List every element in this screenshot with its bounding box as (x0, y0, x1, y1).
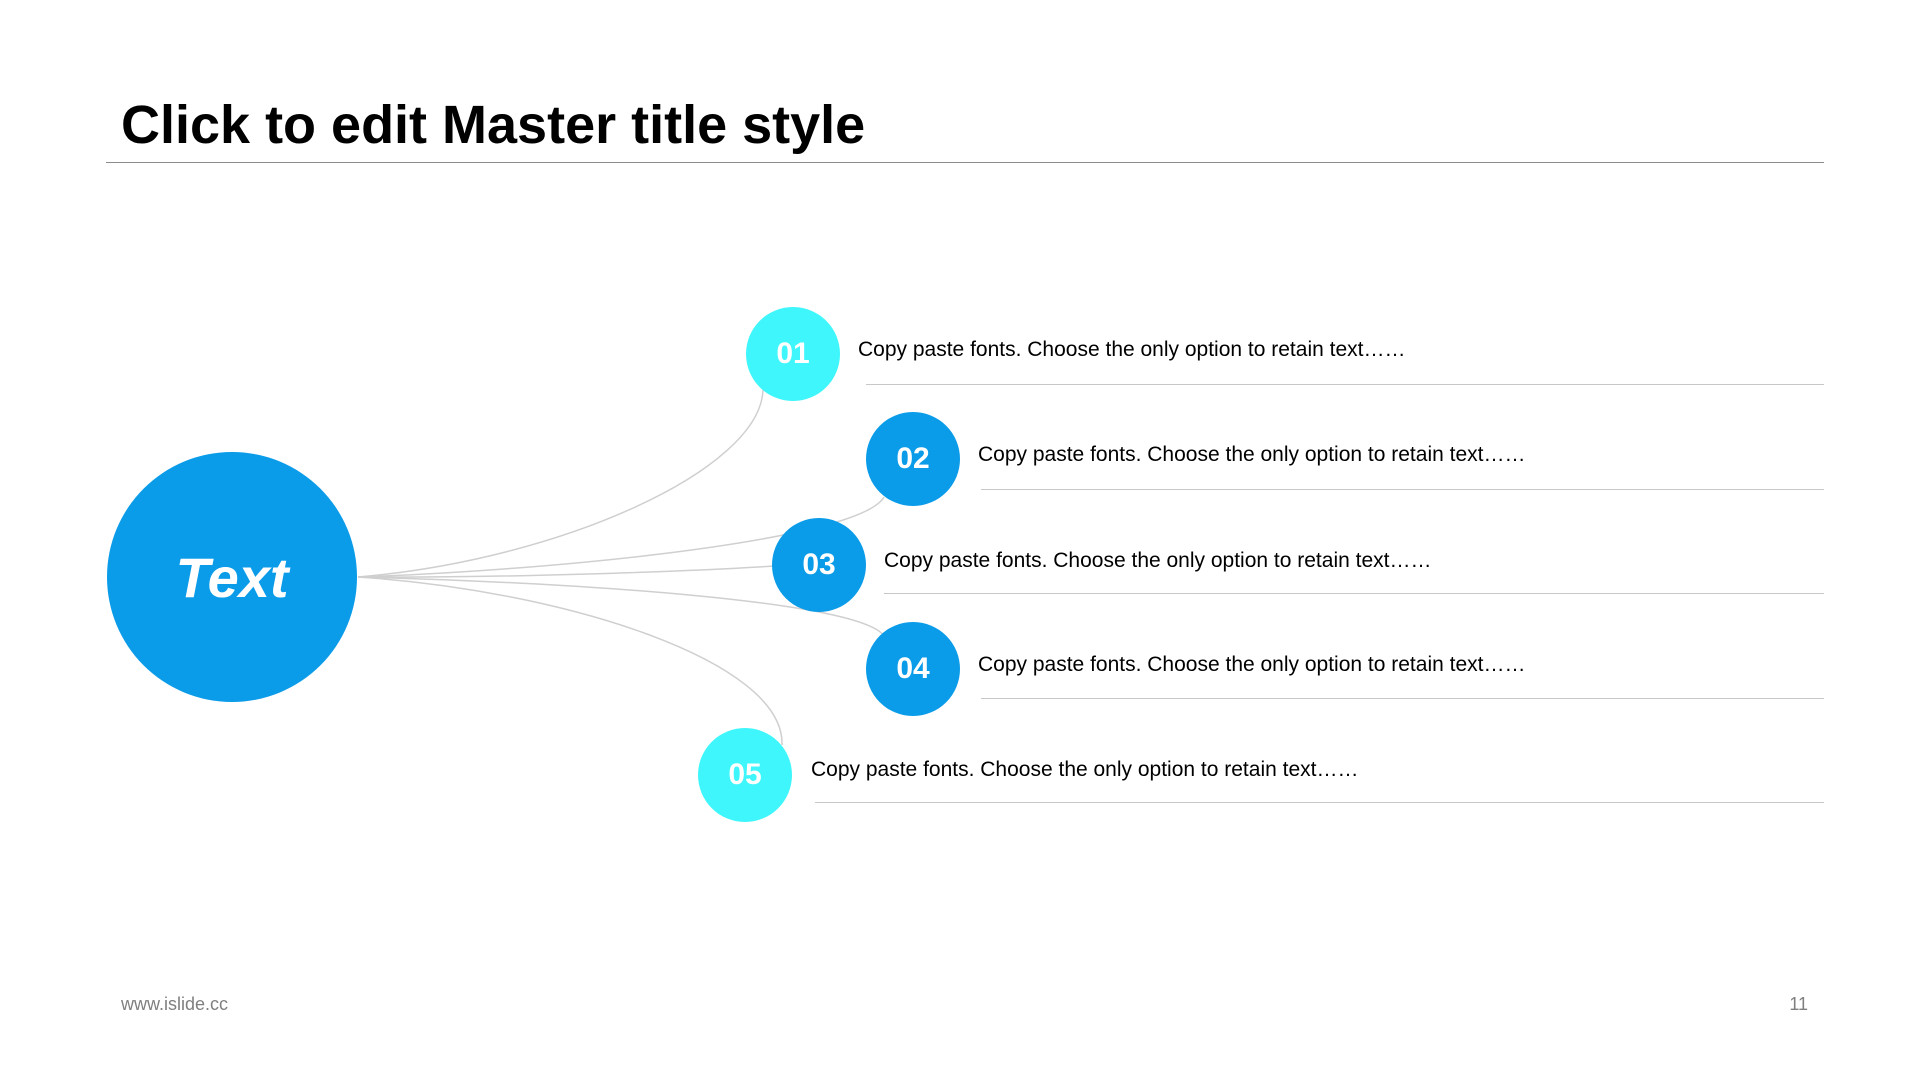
item-04-divider (981, 698, 1824, 699)
footer-page-number: 11 (1789, 994, 1808, 1014)
connector-line-05 (357, 576, 783, 746)
item-05-number: 05 (728, 758, 762, 791)
item-02-text[interactable]: Copy paste fonts. Choose the only option… (978, 443, 1526, 466)
hub-label: Text (175, 545, 289, 609)
item-01-text[interactable]: Copy paste fonts. Choose the only option… (858, 338, 1406, 361)
item-04-text[interactable]: Copy paste fonts. Choose the only option… (978, 653, 1526, 676)
item-04-node[interactable]: 04 (866, 622, 960, 716)
item-03-number: 03 (802, 548, 836, 581)
item-02-number: 02 (896, 442, 930, 475)
title-divider (106, 162, 1824, 163)
item-03-text[interactable]: Copy paste fonts. Choose the only option… (884, 549, 1432, 572)
item-01-number: 01 (776, 337, 810, 370)
footer-website: www.islide.cc (121, 994, 229, 1014)
item-04-number: 04 (896, 652, 930, 685)
slide-title[interactable]: Click to edit Master title style (121, 95, 866, 155)
central-hub[interactable]: Text (107, 452, 357, 702)
item-05-divider (815, 802, 1824, 803)
connector-line-03 (357, 565, 776, 578)
item-01-divider (866, 384, 1824, 385)
item-02-node[interactable]: 02 (866, 412, 960, 506)
item-05-node[interactable]: 05 (698, 728, 792, 822)
item-03-divider (884, 593, 1824, 594)
item-05-text[interactable]: Copy paste fonts. Choose the only option… (811, 758, 1359, 781)
item-01-node[interactable]: 01 (746, 307, 840, 401)
item-02-divider (981, 489, 1824, 490)
connector-line-04 (357, 576, 885, 637)
connector-line-01 (357, 389, 764, 578)
item-03-node[interactable]: 03 (772, 518, 866, 612)
connector-line-02 (357, 496, 885, 578)
